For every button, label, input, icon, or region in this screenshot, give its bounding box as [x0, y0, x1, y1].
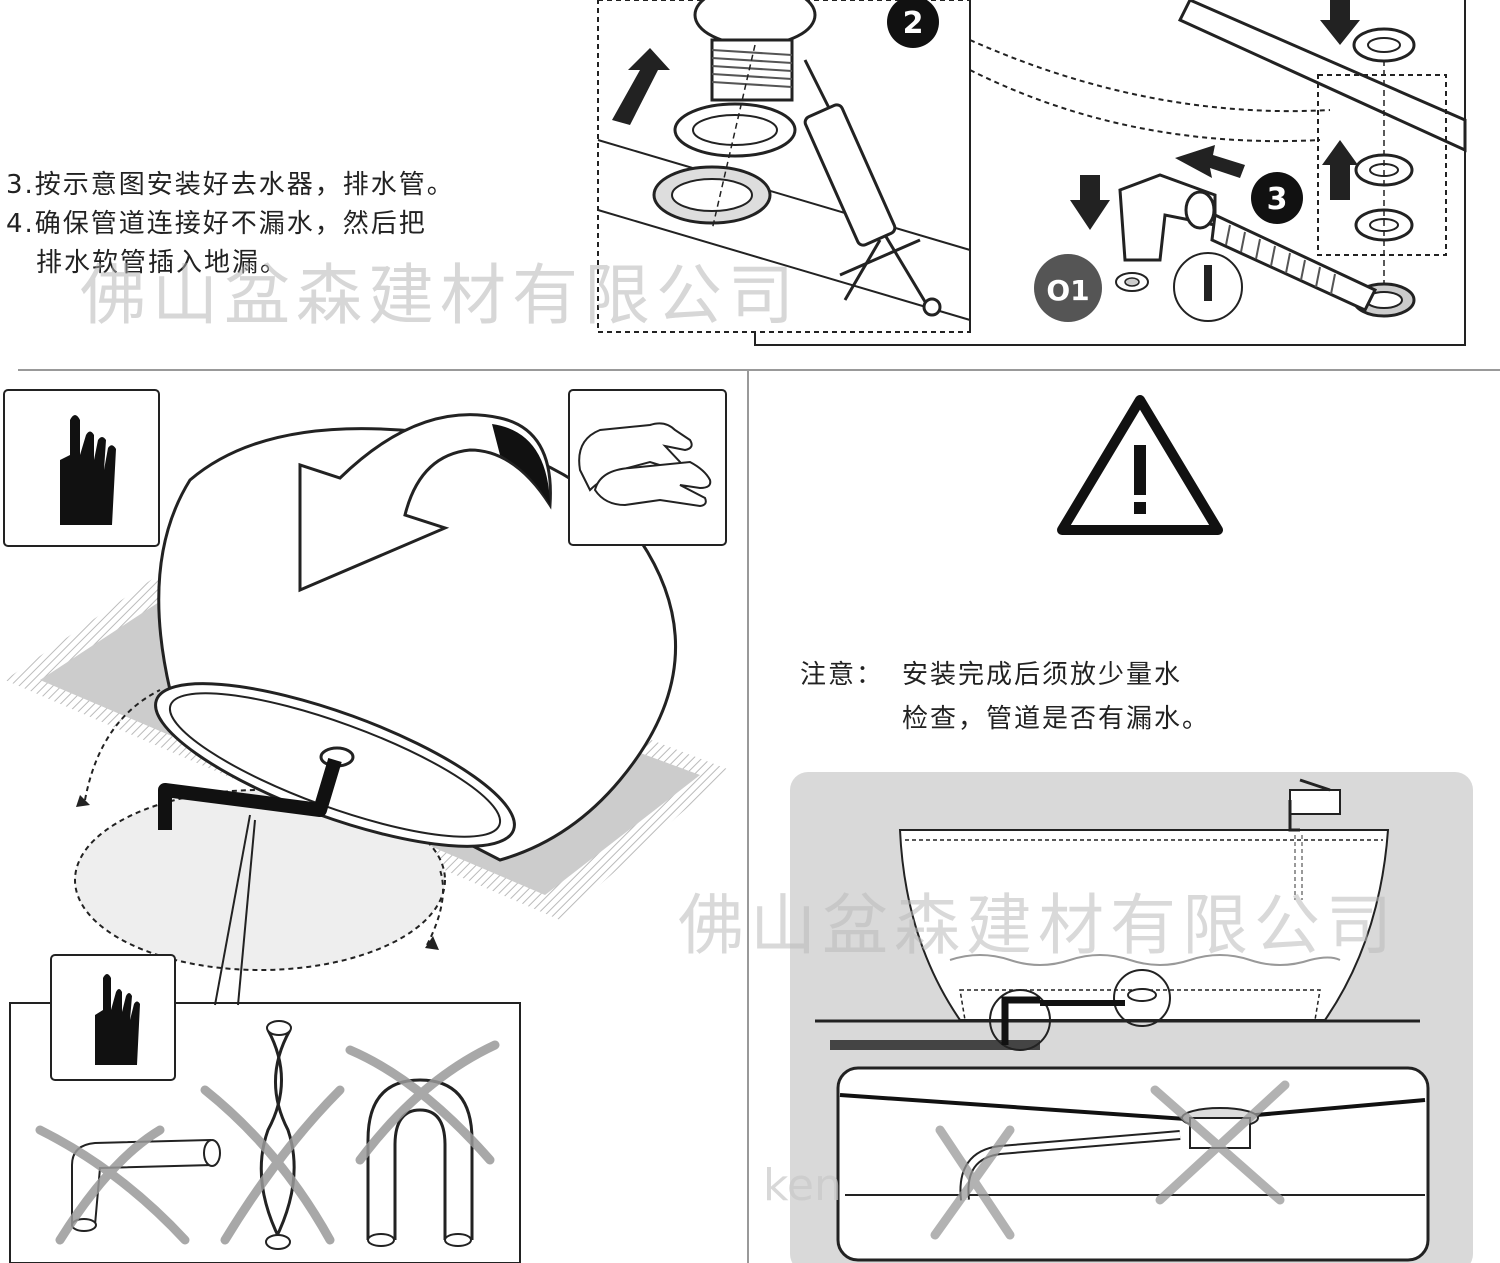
step-o1-label: O1	[1046, 274, 1089, 307]
hand-stop-icon	[4, 390, 159, 546]
step-2-number: 2	[903, 6, 924, 41]
wrong-pipe-panel	[10, 955, 520, 1263]
watermark-top: 佛山盆森建材有限公司	[80, 257, 800, 334]
watermark-bottom: ken	[763, 1160, 842, 1211]
watermark-right: 佛山盆森建材有限公司	[678, 887, 1398, 964]
step-3-number: 3	[1267, 182, 1288, 217]
water-test-panel	[790, 772, 1473, 1263]
gloves-icon	[569, 390, 726, 545]
warning-icon	[1062, 400, 1218, 530]
